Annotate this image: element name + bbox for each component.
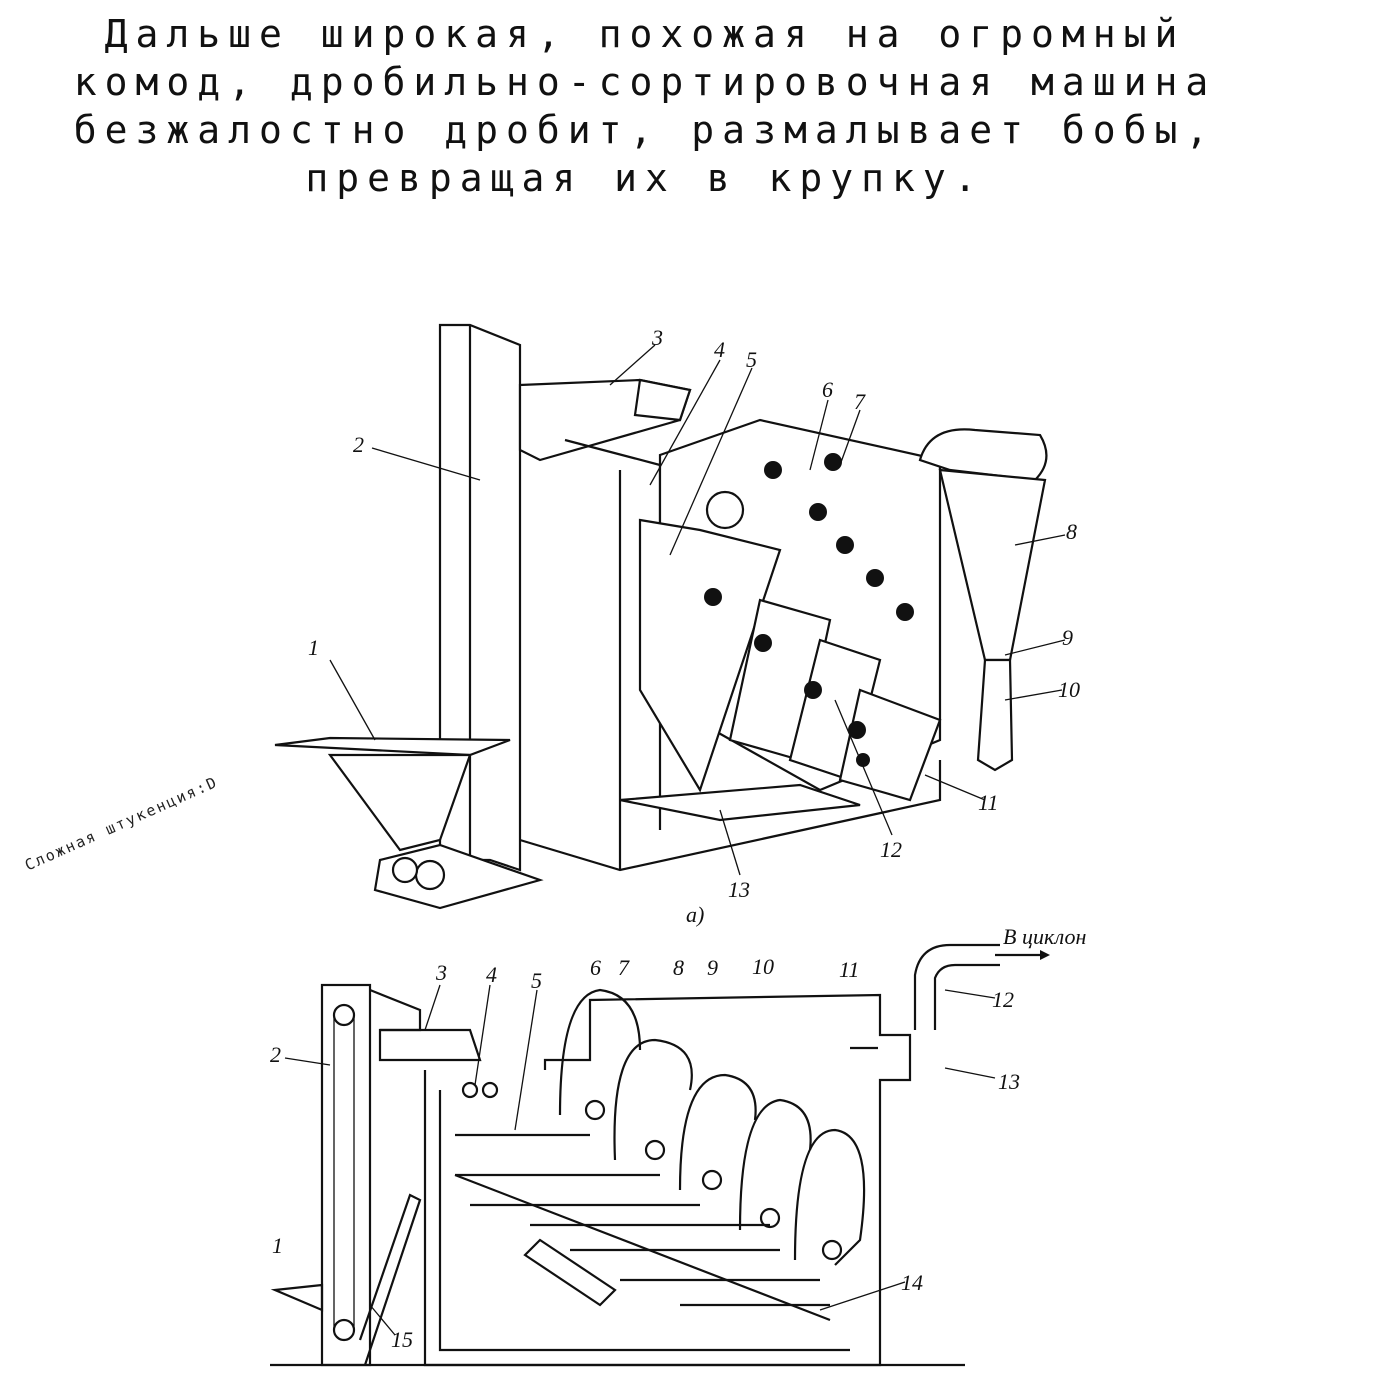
figure-b-drawing: В циклон 1 2 3 4 5 6 7 8 9 10 11 12 13 1… <box>270 924 1087 1367</box>
label-b-4: 4 <box>486 962 497 987</box>
caption-line-2: комод, дробильно-сортировочная машина <box>73 60 1217 104</box>
label-a-1: 1 <box>308 635 319 660</box>
label-a-13: 13 <box>728 877 750 902</box>
label-b-10: 10 <box>752 954 774 979</box>
caption-text: Дальше широкая, похожая на огромный комо… <box>0 10 1290 202</box>
caption-line-3: безжалостно дробит, размалывает бобы, <box>73 108 1217 152</box>
caption-line-1: Дальше широкая, похожая на огромный <box>104 12 1186 56</box>
label-b-1: 1 <box>272 1233 283 1258</box>
label-b-13: 13 <box>998 1069 1020 1094</box>
label-b-6: 6 <box>590 955 601 980</box>
label-b-2: 2 <box>270 1042 281 1067</box>
label-b-8: 8 <box>673 955 684 980</box>
label-b-11: 11 <box>839 957 859 982</box>
label-b-3: 3 <box>435 960 447 985</box>
label-b-9: 9 <box>707 955 718 980</box>
label-a-3: 3 <box>651 325 663 350</box>
figure-a-caption: а) <box>686 902 704 927</box>
caption-line-4: превращая их в крупку. <box>305 156 985 200</box>
label-a-7: 7 <box>854 389 866 414</box>
label-a-5: 5 <box>746 347 757 372</box>
label-a-10: 10 <box>1058 677 1080 702</box>
label-a-9: 9 <box>1062 625 1073 650</box>
label-b-7: 7 <box>618 955 630 980</box>
label-a-11: 11 <box>978 790 998 815</box>
label-b-15: 15 <box>391 1327 413 1352</box>
label-b-14: 14 <box>901 1270 923 1295</box>
label-a-4: 4 <box>714 337 725 362</box>
label-b-12: 12 <box>992 987 1014 1012</box>
outlet-label: В циклон <box>1003 924 1087 949</box>
label-a-2: 2 <box>353 432 364 457</box>
figure-a-drawing: 1 2 3 4 5 6 7 8 9 10 11 12 13 а) <box>274 323 1080 927</box>
label-b-5: 5 <box>531 968 542 993</box>
label-a-12: 12 <box>880 837 902 862</box>
label-a-8: 8 <box>1066 519 1077 544</box>
label-a-6: 6 <box>822 377 833 402</box>
